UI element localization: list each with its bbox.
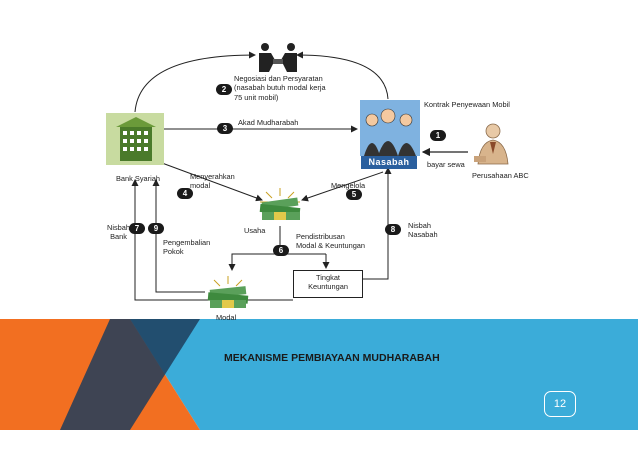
mengelola-label: Mengelola	[331, 181, 366, 190]
perusahaan-label: Perusahaan ABC	[472, 171, 529, 180]
akad-label: Akad Mudharabah	[238, 118, 299, 127]
bayar-sewa-label: bayar sewa	[427, 160, 465, 169]
page-number: 12	[544, 391, 576, 417]
step-1-badge: 1	[430, 130, 446, 141]
step-7-badge: 7	[129, 223, 145, 234]
slide-title: MEKANISME PEMBIAYAAN MUDHARABAH	[224, 352, 440, 364]
nisbah-nasabah-line	[362, 167, 392, 280]
flow-connectors	[131, 51, 468, 301]
nisbah-bank-label: Nisbah Bank	[107, 223, 131, 242]
nasabah-label: Nasabah	[361, 156, 417, 169]
step-4-badge: 4	[177, 188, 193, 199]
bank-building-icon	[106, 113, 164, 165]
pengembalian-label: Pengembalian Pokok	[163, 238, 211, 257]
step-9-badge: 9	[148, 223, 164, 234]
tingkat-keuntungan-box: Tingkat Keuntungan	[293, 270, 363, 298]
businessman-icon	[474, 123, 509, 165]
nisbah-nasabah-label: Nisbah Nasabah	[408, 221, 438, 240]
customer-group-icon	[360, 100, 420, 156]
modal-to-usaha-arrow	[161, 162, 263, 202]
step-8-badge: 8	[385, 224, 401, 235]
bank-label: Bank Syariah	[116, 174, 160, 183]
handshake-icon	[259, 43, 297, 72]
negotiation-label: Negosiasi dan Persyaratan (nasabah butuh…	[234, 74, 326, 102]
banner-dark	[60, 319, 200, 430]
distribusi-to-modal-arrow	[228, 253, 280, 271]
arc-bank-to-negotiation	[134, 51, 256, 113]
pendistribusan-label: Pendistribusan Modal & Keuntungan	[296, 232, 366, 251]
money-pile-usaha-icon	[259, 188, 301, 220]
usaha-label: Usaha	[244, 226, 266, 235]
money-pile-modal-icon	[207, 276, 249, 308]
step-2-badge: 2	[216, 84, 232, 95]
step-5-badge: 5	[346, 189, 362, 200]
mengelola-arrow	[301, 171, 384, 202]
step-6-badge: 6	[273, 245, 289, 256]
modal-label: Modal	[216, 313, 237, 322]
arc-nasabah-to-negotiation	[296, 51, 389, 100]
step-3-badge: 3	[217, 123, 233, 134]
pengembalian-line	[152, 179, 205, 293]
menyerahkan-label: Menyerahkan modal	[190, 172, 235, 191]
kontrak-label: Kontrak Penyewaan Mobil	[424, 100, 510, 109]
